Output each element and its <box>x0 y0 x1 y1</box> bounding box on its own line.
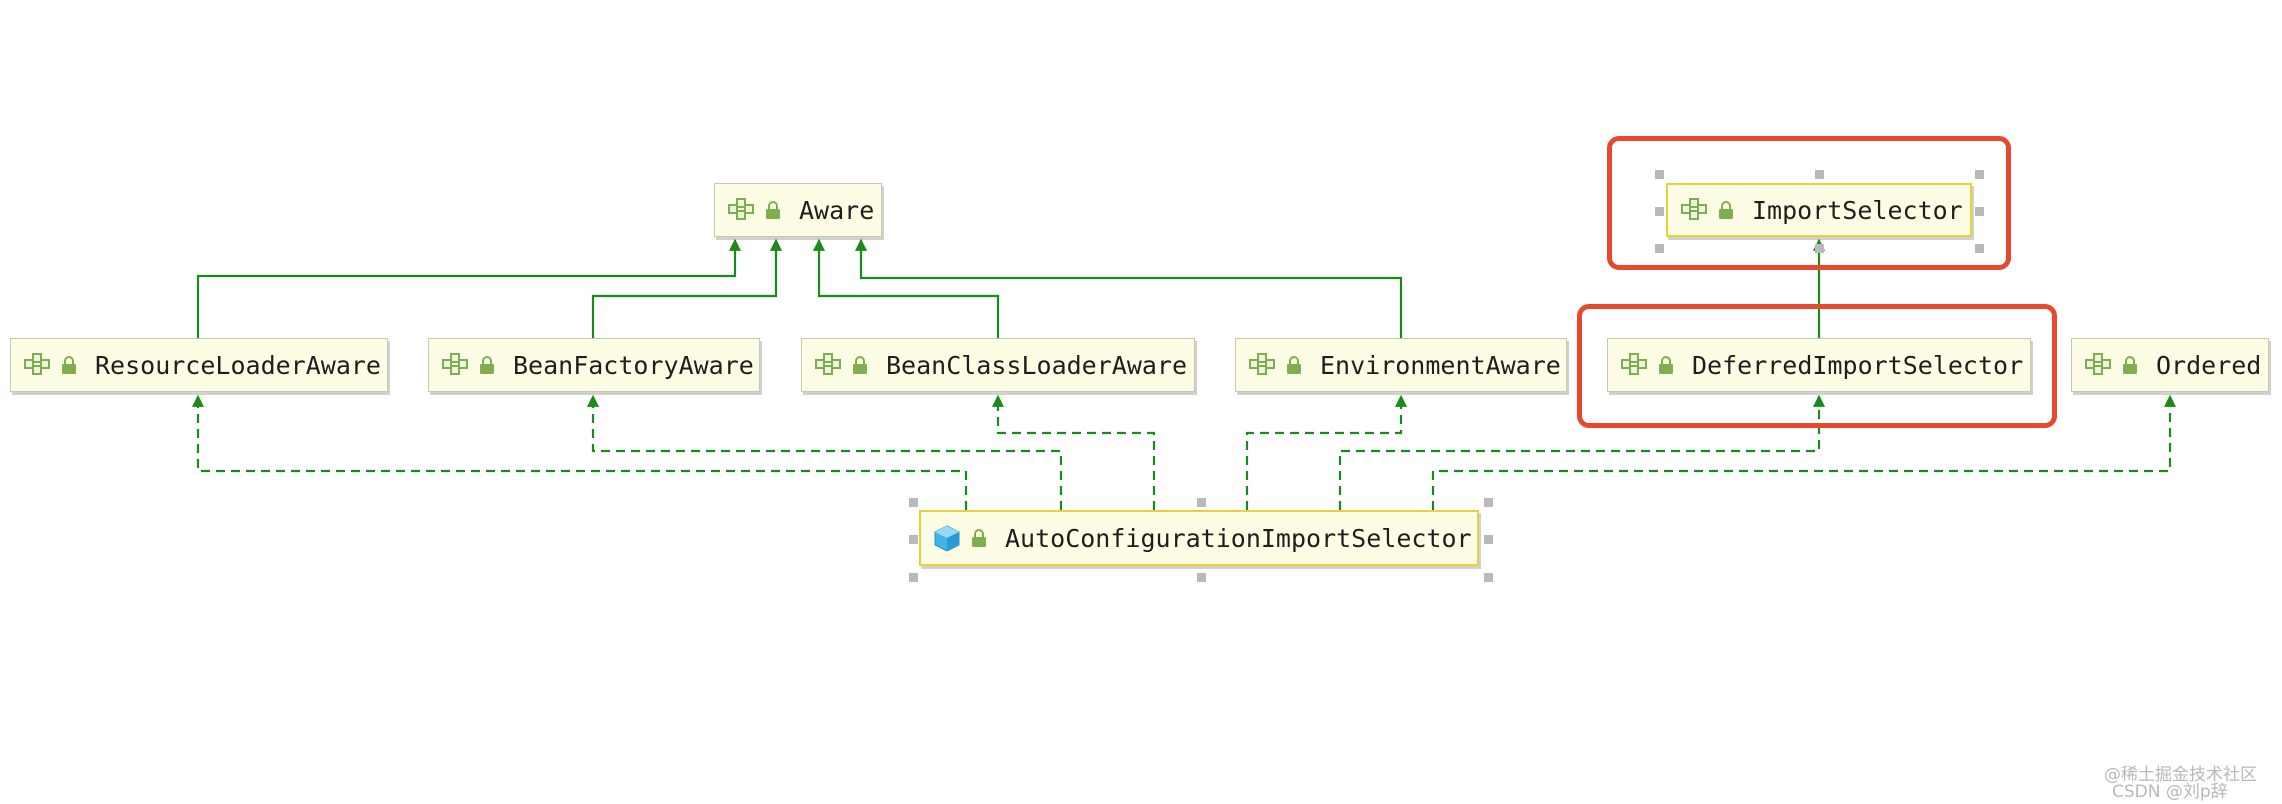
lock-icon <box>1659 356 1673 374</box>
node-label: DeferredImportSelector <box>1692 350 2024 380</box>
watermark-line-1: @稀土掘金技术社区 <box>2104 765 2257 785</box>
lock-icon <box>480 356 494 374</box>
selection-handle[interactable] <box>1815 170 1824 179</box>
interface-icon <box>442 353 468 375</box>
interface-icon <box>24 353 50 375</box>
node-importselector[interactable]: ImportSelector <box>1666 183 1972 237</box>
interface-icon <box>728 198 754 220</box>
selection-handle[interactable] <box>909 498 918 507</box>
selection-handle[interactable] <box>1197 498 1206 507</box>
edge-autoconfig-environmentaware <box>1245 394 1408 510</box>
node-label: Ordered <box>2156 350 2262 380</box>
node-environmentaware[interactable]: EnvironmentAware <box>1235 338 1567 392</box>
highlight-frame-deferredimportselector <box>1577 304 2057 428</box>
node-label: Aware <box>799 195 875 225</box>
lock-icon <box>972 529 986 547</box>
node-deferredimportselector[interactable]: DeferredImportSelector <box>1607 338 2031 392</box>
selection-handle[interactable] <box>1484 498 1493 507</box>
edge-resourceloaderaware-aware <box>196 238 742 344</box>
node-resourceloaderaware[interactable]: ResourceLoaderAware <box>10 338 388 392</box>
highlight-frame-importselector <box>1607 136 2011 270</box>
selection-handle[interactable] <box>1655 170 1664 179</box>
node-label: ResourceLoaderAware <box>95 350 381 380</box>
lock-icon <box>2123 356 2137 374</box>
selection-handle[interactable] <box>1655 207 1664 216</box>
lock-icon <box>62 356 76 374</box>
selection-handle[interactable] <box>1655 244 1664 253</box>
selection-handle[interactable] <box>1975 170 1984 179</box>
class-icon <box>934 525 960 552</box>
node-label: AutoConfigurationImportSelector <box>1005 523 1472 553</box>
node-beanclassloaderaware[interactable]: BeanClassLoaderAware <box>801 338 1195 392</box>
selection-handle[interactable] <box>1197 573 1206 582</box>
node-ordered[interactable]: Ordered <box>2071 338 2269 392</box>
interface-icon <box>1681 198 1707 220</box>
node-label: BeanFactoryAware <box>513 350 754 380</box>
edge-beanclassloaderaware-aware <box>812 238 1000 344</box>
lock-icon <box>766 201 780 219</box>
edge-environmentaware-aware <box>854 238 1403 344</box>
node-autoconfigurationimportselector[interactable]: AutoConfigurationImportSelector <box>919 510 1479 566</box>
selection-handle[interactable] <box>1484 573 1493 582</box>
interface-icon <box>1249 353 1275 375</box>
edge-autoconfig-resourceloaderaware <box>191 394 968 510</box>
edge-beanfactoryaware-aware <box>591 238 783 344</box>
interface-icon <box>1621 353 1647 375</box>
selection-handle[interactable] <box>1975 207 1984 216</box>
lock-icon <box>1287 356 1301 374</box>
lock-icon <box>853 356 867 374</box>
selection-handle[interactable] <box>909 535 918 544</box>
node-label: EnvironmentAware <box>1320 350 1561 380</box>
interface-icon <box>2085 353 2111 375</box>
edge-autoconfig-beanclassloaderaware <box>991 394 1156 510</box>
selection-handle[interactable] <box>1815 244 1824 253</box>
node-label: BeanClassLoaderAware <box>886 350 1188 380</box>
selection-handle[interactable] <box>1975 244 1984 253</box>
node-label: ImportSelector <box>1752 195 1963 225</box>
interface-icon <box>815 353 841 375</box>
edge-autoconfig-ordered <box>1431 394 2177 510</box>
edge-autoconfig-beanfactoryaware <box>586 394 1063 510</box>
watermark-line-2: CSDN @刘p辞 <box>2112 782 2228 802</box>
lock-icon <box>1719 201 1733 219</box>
selection-handle[interactable] <box>909 573 918 582</box>
node-beanfactoryaware[interactable]: BeanFactoryAware <box>428 338 760 392</box>
node-aware[interactable]: Aware <box>714 183 882 237</box>
selection-handle[interactable] <box>1484 535 1493 544</box>
